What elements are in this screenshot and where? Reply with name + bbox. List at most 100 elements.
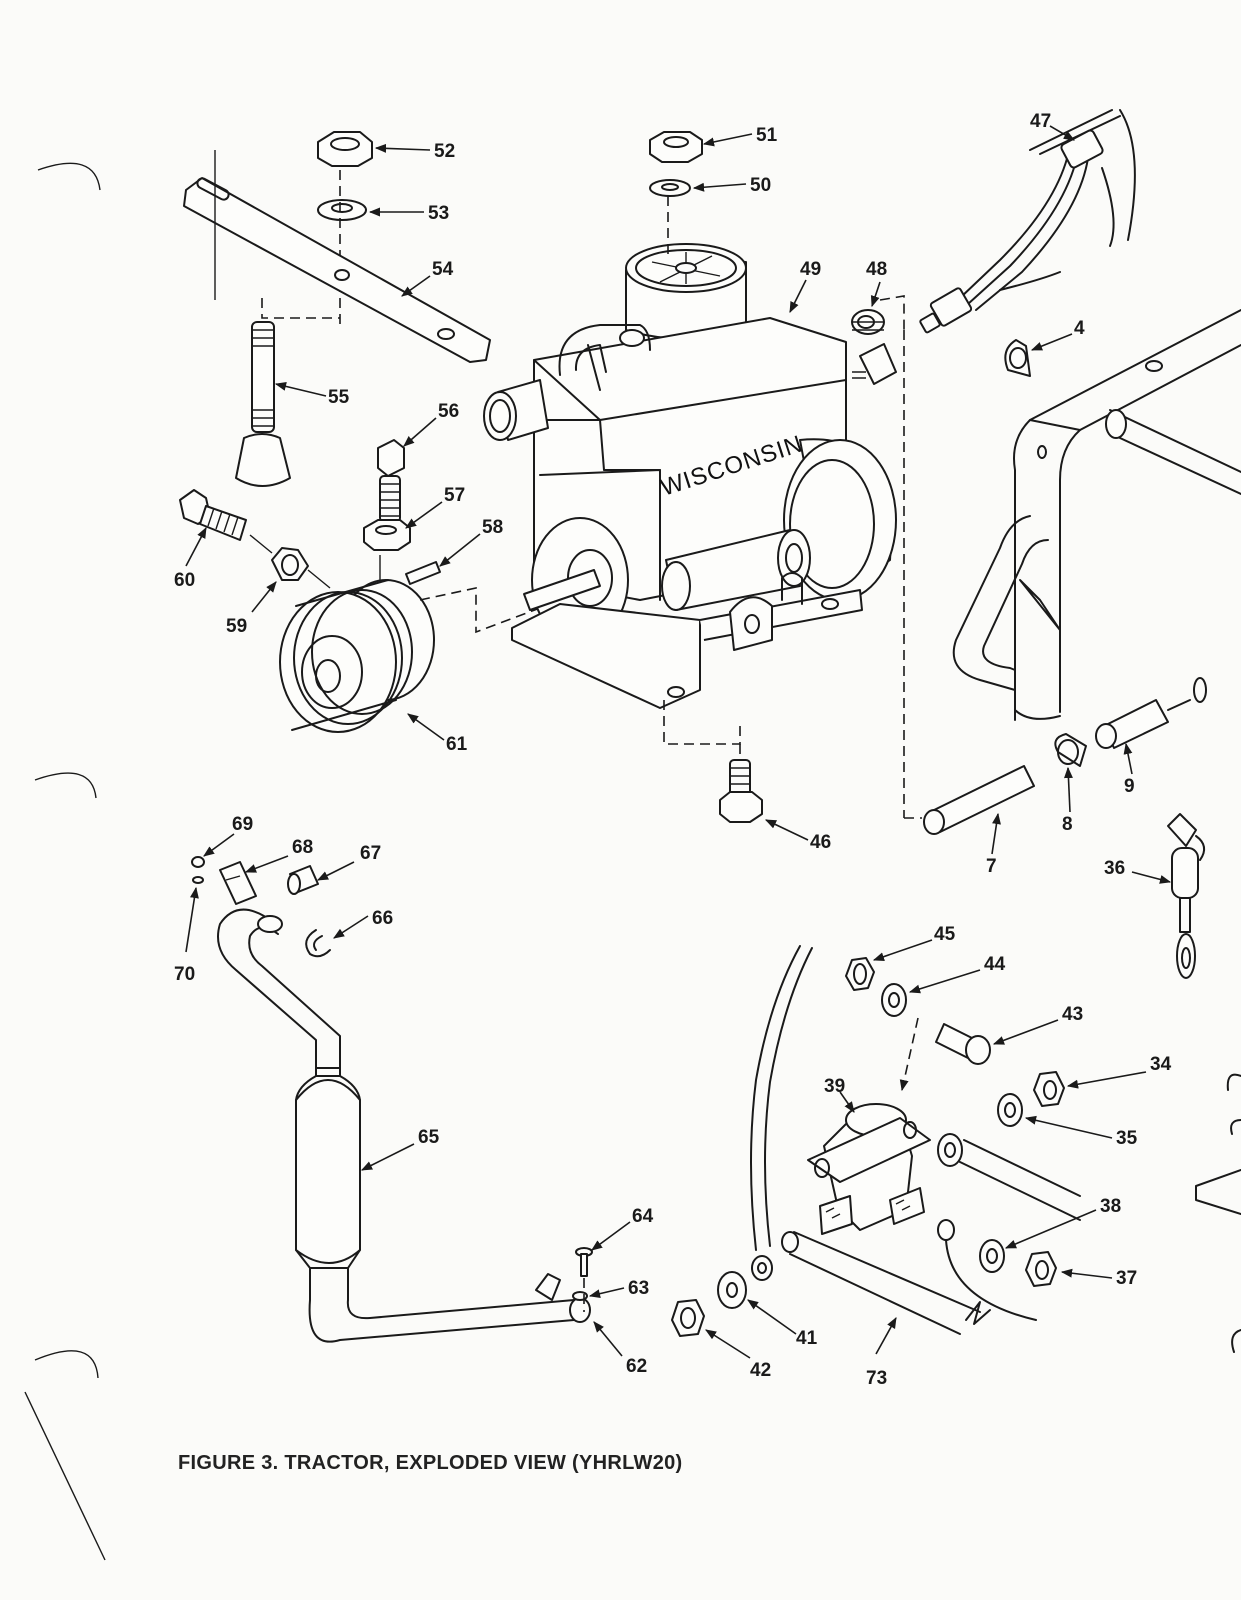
callout-57: 57 [406, 485, 465, 528]
callout-34: 34 [1068, 1054, 1172, 1086]
tractor-frame [954, 310, 1241, 720]
svg-text:37: 37 [1116, 1268, 1137, 1289]
binder-hole-middle [35, 773, 96, 798]
svg-text:51: 51 [756, 125, 778, 146]
callout-51: 51 [704, 125, 778, 146]
washer-50 [650, 180, 690, 196]
svg-text:73: 73 [866, 1368, 887, 1389]
callout-44: 44 [910, 954, 1006, 992]
svg-text:9: 9 [1124, 776, 1135, 797]
callout-47: 47 [1030, 111, 1074, 140]
callout-8: 8 [1062, 768, 1073, 835]
callout-38: 38 [1006, 1196, 1121, 1248]
fitting-67 [288, 866, 318, 894]
callout-55: 55 [276, 384, 350, 408]
svg-text:48: 48 [866, 259, 887, 280]
svg-text:46: 46 [810, 832, 831, 853]
svg-text:69: 69 [232, 814, 253, 835]
svg-text:50: 50 [750, 175, 771, 196]
stud-55 [236, 322, 290, 486]
screw-43 [936, 1024, 990, 1064]
svg-text:66: 66 [372, 908, 393, 929]
svg-text:63: 63 [628, 1278, 649, 1299]
drive-pulley-61 [280, 580, 434, 732]
callout-35: 35 [1026, 1118, 1138, 1149]
svg-text:44: 44 [984, 954, 1006, 975]
callout-53: 53 [370, 203, 449, 224]
callout-39: 39 [824, 1076, 854, 1112]
callout-67: 67 [318, 843, 381, 880]
svg-text:65: 65 [418, 1127, 440, 1148]
svg-text:53: 53 [428, 203, 449, 224]
callout-46: 46 [766, 820, 831, 853]
svg-text:55: 55 [328, 387, 350, 408]
callout-56: 56 [404, 401, 459, 446]
bracket-68 [220, 862, 256, 904]
nut-51 [650, 132, 702, 162]
screw-64 [576, 1248, 592, 1276]
nut-52 [318, 132, 372, 166]
nut-37 [1026, 1252, 1056, 1286]
u-clamp-66 [306, 930, 330, 956]
callout-36: 36 [1104, 858, 1170, 882]
callout-42: 42 [706, 1330, 771, 1381]
pipe-clamp-62 [536, 1274, 560, 1300]
cropped-parts-edge [1196, 1075, 1241, 1352]
svg-text:58: 58 [482, 517, 503, 538]
cable [751, 946, 812, 1250]
cable-ring-terminal [752, 1256, 772, 1280]
svg-text:39: 39 [824, 1076, 845, 1097]
wiring-harness-47 [920, 110, 1135, 333]
callout-60: 60 [174, 528, 206, 591]
pulley-key-58 [406, 562, 440, 584]
callout-43: 43 [994, 1004, 1083, 1044]
callout-66: 66 [334, 908, 393, 938]
svg-text:8: 8 [1062, 814, 1073, 835]
svg-text:64: 64 [632, 1206, 654, 1227]
binder-hole-bottom [35, 1351, 98, 1378]
washer-38 [980, 1240, 1004, 1272]
callout-69: 69 [204, 814, 253, 856]
callout-41: 41 [748, 1300, 818, 1349]
washer-70 [193, 877, 203, 883]
callout-49: 49 [790, 259, 821, 312]
callout-68: 68 [246, 837, 313, 872]
svg-text:52: 52 [434, 141, 455, 162]
callout-70: 70 [174, 888, 196, 985]
terminal-block [852, 344, 896, 384]
svg-text:36: 36 [1104, 858, 1125, 879]
callout-4: 4 [1032, 318, 1085, 350]
svg-text:57: 57 [444, 485, 465, 506]
svg-text:70: 70 [174, 964, 195, 985]
callout-61: 61 [408, 714, 468, 755]
set-screw-56 [378, 440, 404, 522]
callout-45: 45 [874, 924, 956, 960]
nut-34 [1034, 1072, 1064, 1106]
nut-42 [672, 1300, 704, 1336]
svg-text:4: 4 [1074, 318, 1085, 339]
svg-text:47: 47 [1030, 111, 1051, 132]
svg-text:7: 7 [986, 856, 997, 877]
cap-screw-60 [180, 490, 246, 540]
hose-fitting-9 [1096, 678, 1206, 748]
mounting-bolt-46 [720, 760, 762, 822]
callout-64: 64 [592, 1206, 654, 1250]
clamp-4 [1005, 340, 1030, 376]
cable-73 [782, 1232, 990, 1334]
callout-52: 52 [376, 141, 455, 162]
battery-cable-ring [938, 1134, 1080, 1220]
svg-text:67: 67 [360, 843, 381, 864]
callout-65: 65 [362, 1127, 440, 1170]
callout-37: 37 [1062, 1268, 1137, 1289]
svg-text:35: 35 [1116, 1128, 1138, 1149]
callout-73: 73 [866, 1318, 896, 1389]
spring-clip-48 [852, 310, 884, 334]
svg-text:43: 43 [1062, 1004, 1083, 1025]
callout-9: 9 [1124, 744, 1135, 797]
washer-35 [998, 1094, 1022, 1126]
callout-63: 63 [590, 1278, 649, 1299]
starter-solenoid-39 [808, 1104, 930, 1234]
figure-caption: FIGURE 3. TRACTOR, EXPLODED VIEW (YHRLW2… [178, 1452, 683, 1475]
